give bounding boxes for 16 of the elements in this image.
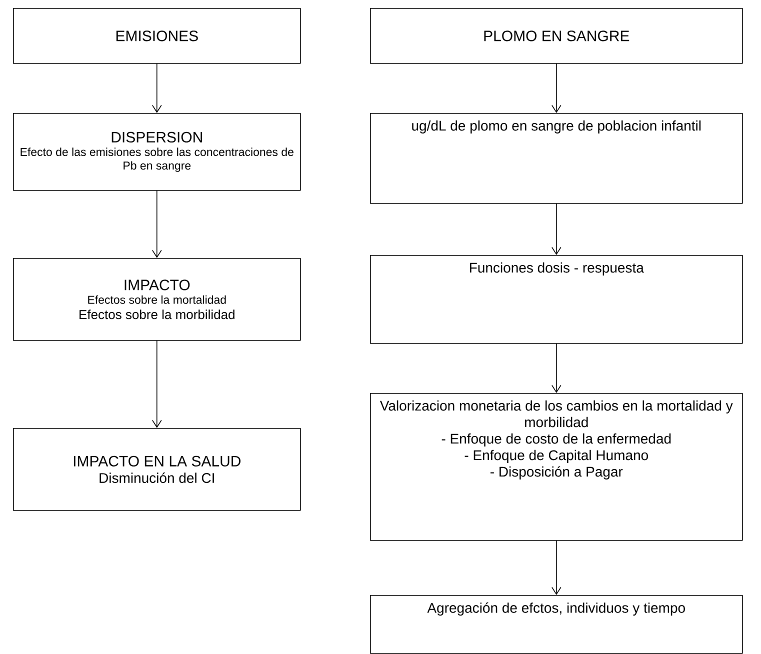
process-box: Agregación de efctos, individuos y tiempo <box>370 595 743 654</box>
process-box: IMPACTO Efectos sobre la mortalidad Efectos sobre la morbilidad <box>13 258 301 341</box>
arrow <box>152 340 162 428</box>
process-box: EMISIONES <box>13 8 301 64</box>
arrow <box>552 203 562 255</box>
process-box: PLOMO EN SANGRE <box>370 8 743 64</box>
process-box: DISPERSION Efecto de las emisiones sobre las concentraciones de Pb en sangre <box>13 113 301 191</box>
arrow <box>152 190 162 258</box>
arrow <box>552 343 562 394</box>
arrow <box>552 63 562 113</box>
process-box: Valorizacion monetaria de los cambios en la mortalidad y morbilidad - Enfoque de costo de la enfermedad - Enfoque de Capital Humano - Disposición a Pagar <box>370 393 743 541</box>
process-box: Funciones dosis - respuesta <box>370 255 743 344</box>
process-box: ug/dL de plomo en sangre de poblacion infantil <box>370 113 743 204</box>
arrow <box>552 540 562 595</box>
arrow <box>152 63 162 113</box>
process-box: IMPACTO EN LA SALUD Disminución del CI <box>13 428 301 511</box>
